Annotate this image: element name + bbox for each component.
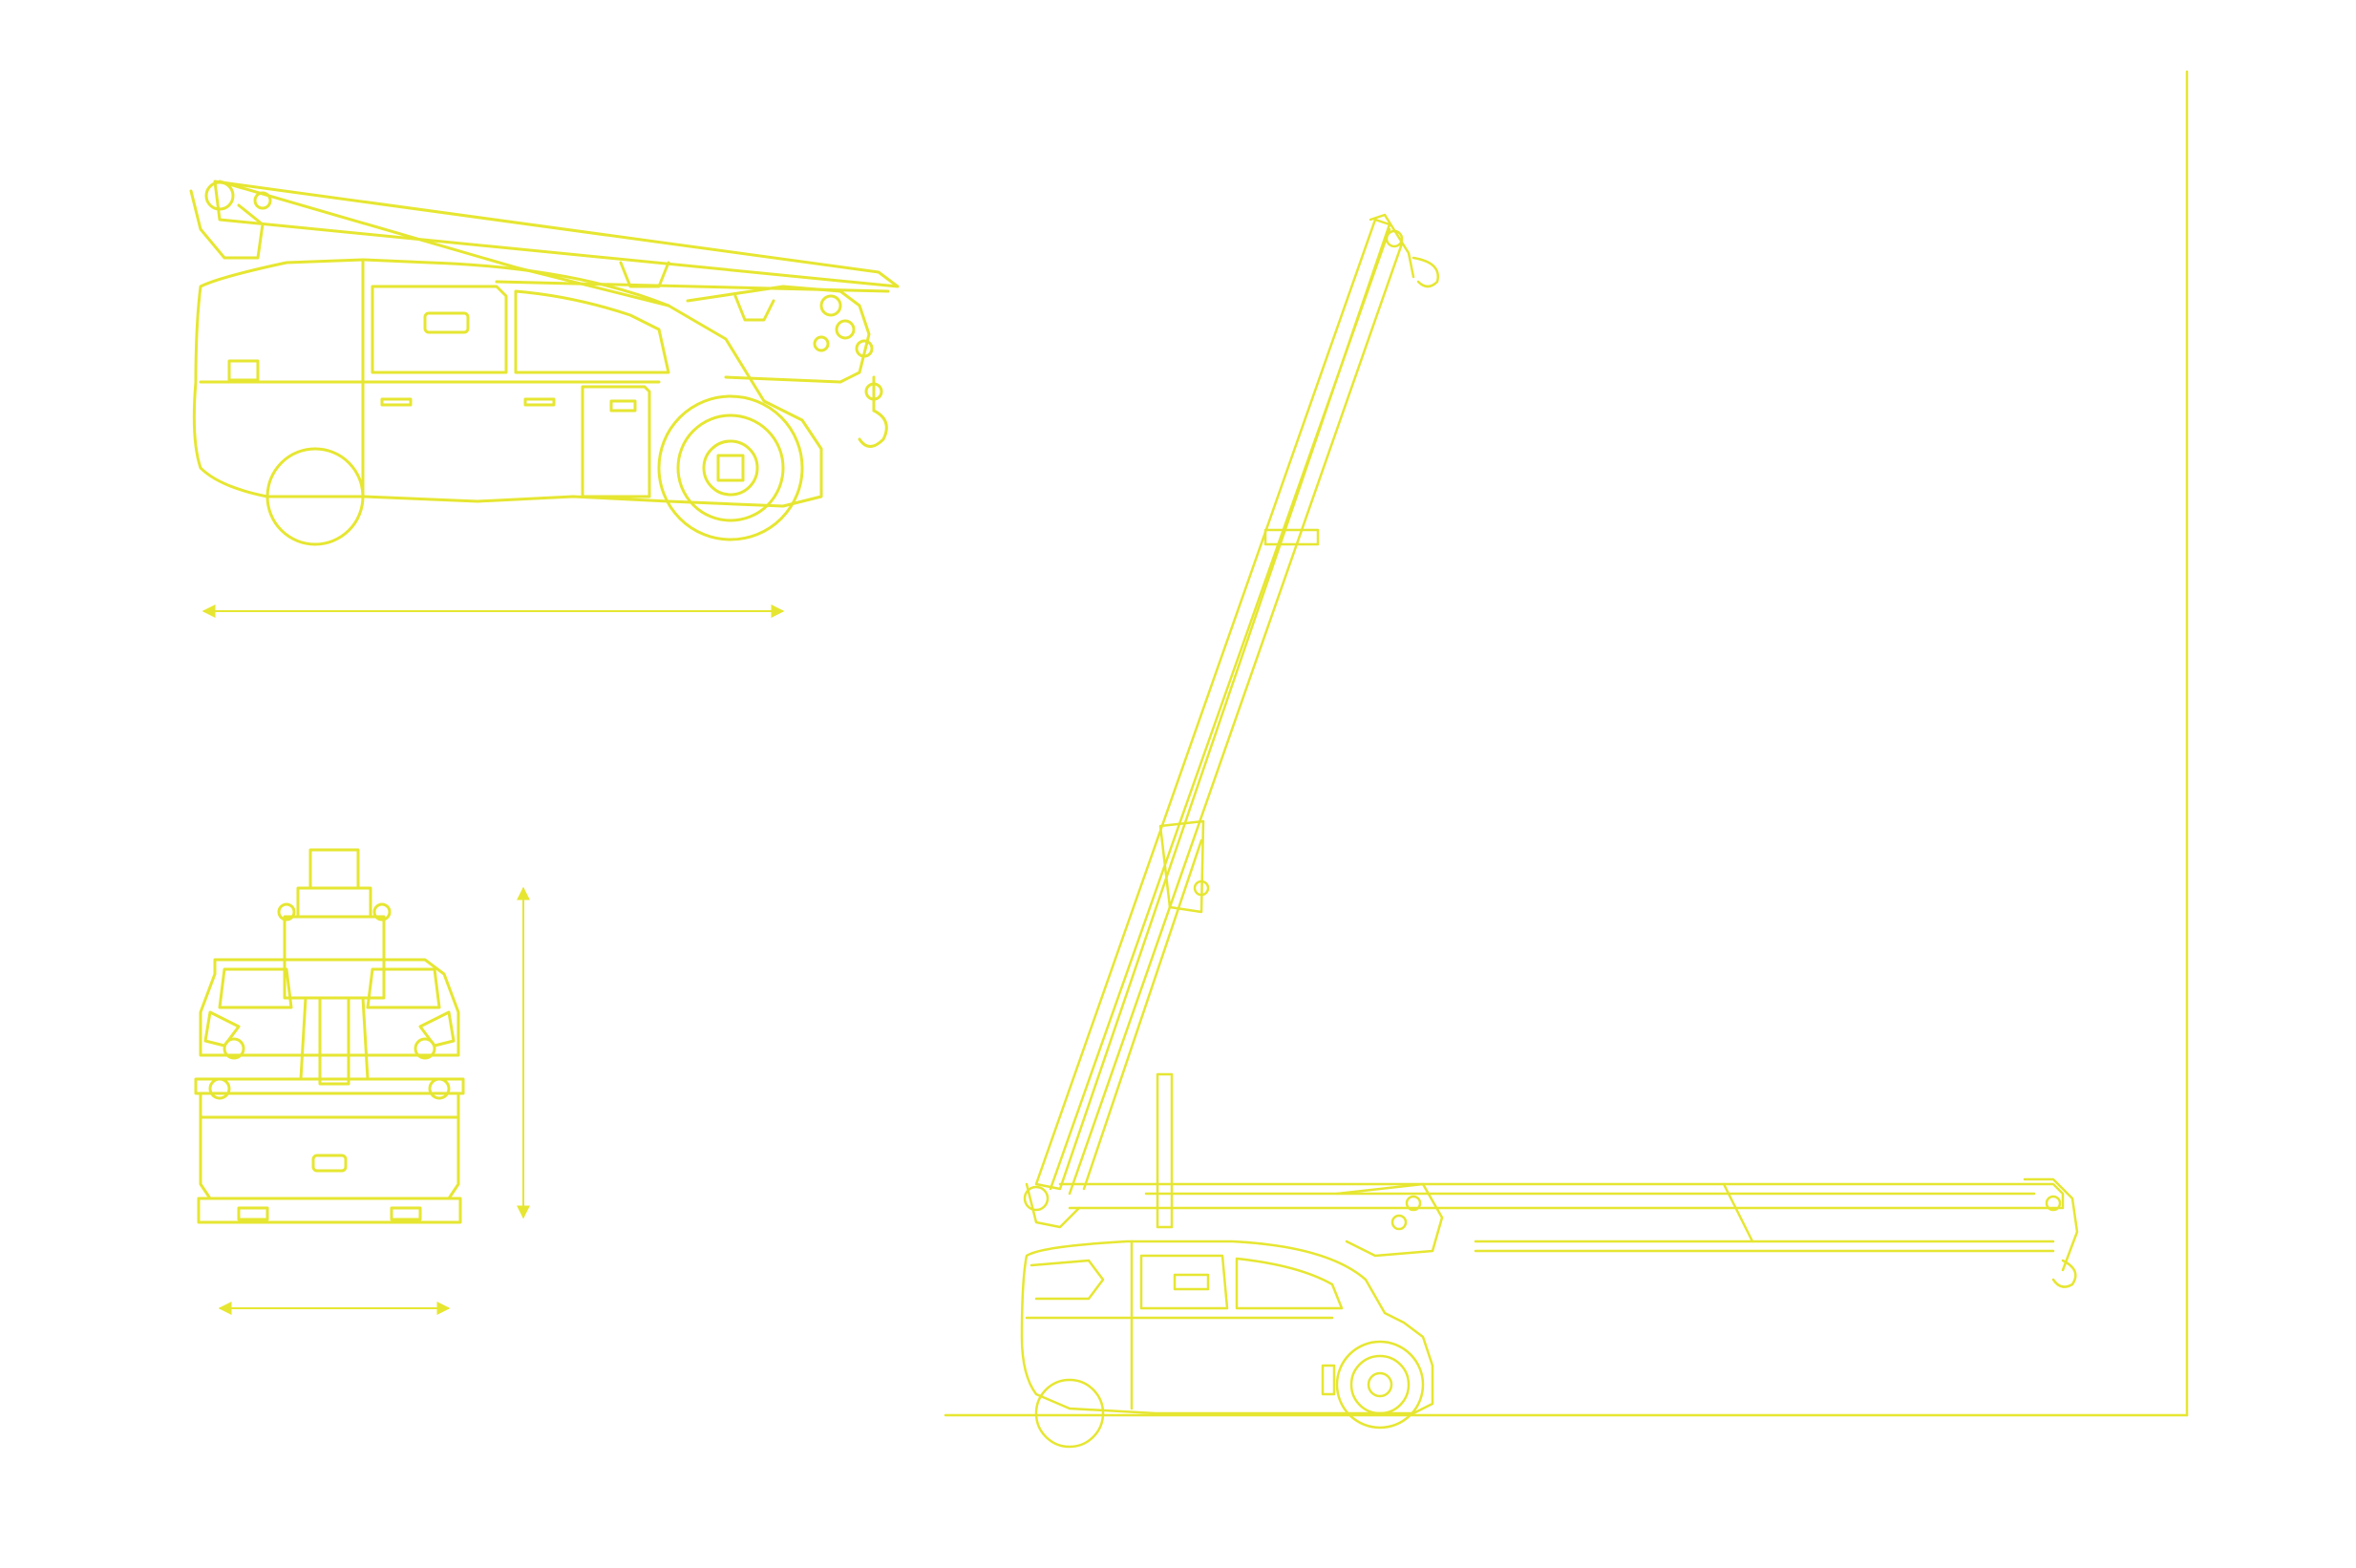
front-view bbox=[194, 848, 465, 1224]
side-view-retracted bbox=[189, 180, 900, 546]
side-view-extended bbox=[944, 70, 2189, 1449]
